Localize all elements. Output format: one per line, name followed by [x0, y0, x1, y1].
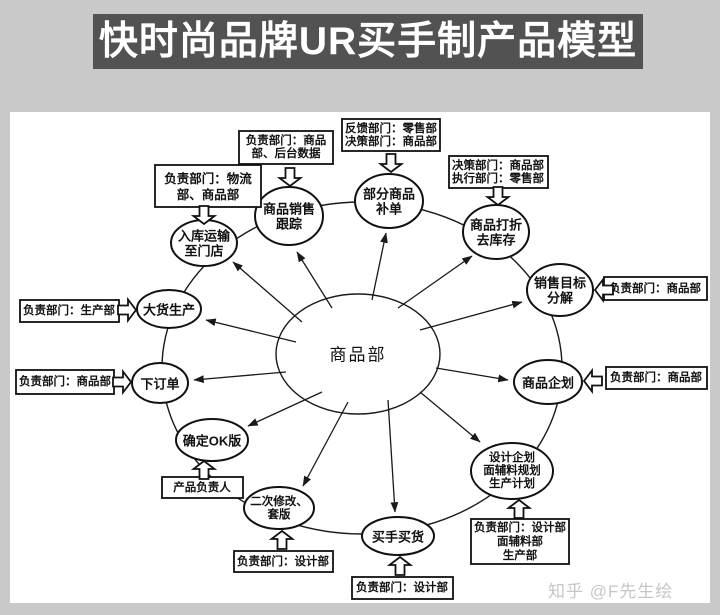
svg-text:反馈部门：零售部: 反馈部门：零售部	[345, 121, 437, 135]
node-design-planning: 设计企划 面辅料规划 生产计划	[470, 442, 554, 500]
arrow-to-second-revision	[302, 401, 349, 487]
node-place-order: 下订单	[131, 362, 189, 404]
svg-text:负责部门：生产部: 负责部门：生产部	[23, 303, 115, 317]
svg-text:商品销售: 商品销售	[263, 202, 315, 217]
svg-text:套版: 套版	[268, 507, 291, 521]
svg-text:决策部门：商品部: 决策部门：商品部	[452, 158, 544, 172]
label-production-owner: 负责部门：生产部	[19, 298, 137, 323]
label-backend-data-owner: 负责部门：商品 部、后台数据	[238, 130, 334, 187]
label-product-owner: 产品负责人	[161, 460, 244, 499]
svg-text:决策部门：商品部: 决策部门：商品部	[345, 134, 437, 148]
node-second-revision: 二次修改、 套版	[243, 486, 315, 530]
svg-text:生产部: 生产部	[503, 548, 538, 562]
arrow-to-design-planning	[419, 391, 481, 443]
svg-text:下订单: 下订单	[140, 377, 179, 392]
block-arrow-down	[379, 153, 403, 173]
svg-text:大货生产: 大货生产	[143, 303, 195, 318]
svg-text:补单: 补单	[375, 202, 402, 217]
svg-text:入库运输: 入库运输	[178, 229, 231, 244]
svg-text:面辅料规划: 面辅料规划	[483, 463, 541, 477]
arrow-to-partial-replenishment	[371, 232, 388, 301]
svg-text:面辅料部: 面辅料部	[497, 534, 543, 548]
center-node-label: 商品部	[330, 346, 387, 365]
svg-text:确定OK版: 确定OK版	[183, 434, 242, 449]
svg-text:负责部门：商品部: 负责部门：商品部	[610, 370, 702, 384]
svg-text:买手买货: 买手买货	[372, 530, 424, 545]
label-order-owner: 负责部门：商品部	[15, 369, 132, 395]
svg-text:部分商品: 部分商品	[363, 187, 415, 202]
arrow-to-sales-target	[419, 300, 523, 331]
radiating-arrows	[193, 232, 523, 513]
zhihu-watermark: 知乎 @F先生绘	[548, 582, 674, 601]
svg-text:执行部门：零售部: 执行部门：零售部	[452, 171, 544, 185]
node-sales-target-breakdown: 销售目标 分解	[526, 263, 594, 317]
label-revision-owner: 负责部门：设计部	[233, 530, 334, 573]
svg-text:部、后台数据: 部、后台数据	[252, 146, 321, 160]
node-sales-tracking: 商品销售 跟踪	[254, 186, 324, 246]
label-design-prod-owner: 负责部门：设计部 面辅料部 生产部	[470, 499, 570, 565]
svg-text:负责部门：物流: 负责部门：物流	[164, 171, 252, 186]
arrow-to-bulk-production	[205, 318, 297, 343]
diagram-panel: 商品部 商品销售 跟踪	[10, 112, 710, 603]
diagram-svg: 商品部 商品销售 跟踪	[15, 118, 708, 600]
node-merchandise-planning: 商品企划	[513, 359, 583, 405]
svg-text:负责部门：商品部: 负责部门：商品部	[609, 281, 701, 295]
svg-text:部、商品部: 部、商品部	[177, 187, 240, 202]
node-discount-destock: 商品打折 去库存	[462, 204, 530, 260]
svg-text:分解: 分解	[547, 291, 573, 306]
block-arrow-down	[278, 167, 302, 187]
label-planning-owner: 负责部门：商品部	[583, 366, 708, 393]
block-arrow-right	[112, 370, 132, 394]
svg-text:负责部门：设计部: 负责部门：设计部	[356, 580, 448, 594]
label-feedback-decision: 反馈部门：零售部 决策部门：商品部	[341, 118, 441, 173]
arrow-to-discount-destock	[397, 255, 473, 309]
arrow-to-confirm-ok	[247, 391, 323, 427]
svg-text:二次修改、: 二次修改、	[250, 494, 308, 508]
block-arrow-up	[507, 499, 531, 519]
arrow-to-sales-tracking	[296, 251, 333, 309]
block-arrow-down	[486, 186, 510, 206]
label-target-owner: 负责部门：商品部	[594, 276, 708, 302]
node-buyer-purchasing: 买手买货	[361, 516, 435, 556]
svg-text:负责部门：设计部: 负责部门：设计部	[474, 520, 566, 534]
svg-text:设计企划: 设计企划	[489, 450, 535, 464]
center-node-merchandise-dept: 商品部	[275, 293, 441, 415]
svg-text:商品打折: 商品打折	[470, 218, 522, 233]
block-arrow-up	[270, 530, 294, 550]
svg-text:销售目标: 销售目标	[534, 276, 586, 291]
svg-text:去库存: 去库存	[476, 233, 515, 248]
svg-text:产品负责人: 产品负责人	[173, 480, 231, 494]
arrow-to-warehouse	[232, 261, 303, 323]
svg-text:负责部门：设计部: 负责部门：设计部	[237, 554, 329, 568]
page-title: 快时尚品牌UR买手制产品模型	[93, 14, 643, 69]
node-confirm-ok-sample: 确定OK版	[175, 418, 249, 462]
label-decision-execution: 决策部门：商品部 执行部门：零售部	[448, 155, 549, 206]
node-partial-replenishment: 部分商品 补单	[354, 173, 424, 229]
arrow-to-merchandise-planning	[435, 367, 509, 383]
node-bulk-production: 大货生产	[136, 289, 202, 329]
block-arrow-up	[388, 556, 412, 576]
arrow-to-buyer-purchasing	[387, 399, 399, 513]
svg-text:负责部门：商品部: 负责部门：商品部	[19, 374, 111, 388]
svg-text:负责部门：商品: 负责部门：商品	[246, 133, 327, 147]
node-warehouse-to-store: 入库运输 至门店	[170, 219, 238, 267]
svg-text:生产计划: 生产计划	[489, 476, 535, 490]
label-buyer-owner: 负责部门：设计部	[351, 556, 454, 600]
svg-text:跟踪: 跟踪	[276, 217, 302, 232]
svg-text:至门店: 至门店	[184, 244, 223, 259]
block-arrow-right	[117, 298, 137, 322]
arrow-to-place-order	[193, 371, 287, 384]
svg-text:商品企划: 商品企划	[522, 376, 574, 391]
label-logistics-owner: 负责部门：物流 部、商品部	[154, 164, 262, 225]
block-arrow-left	[583, 369, 603, 393]
